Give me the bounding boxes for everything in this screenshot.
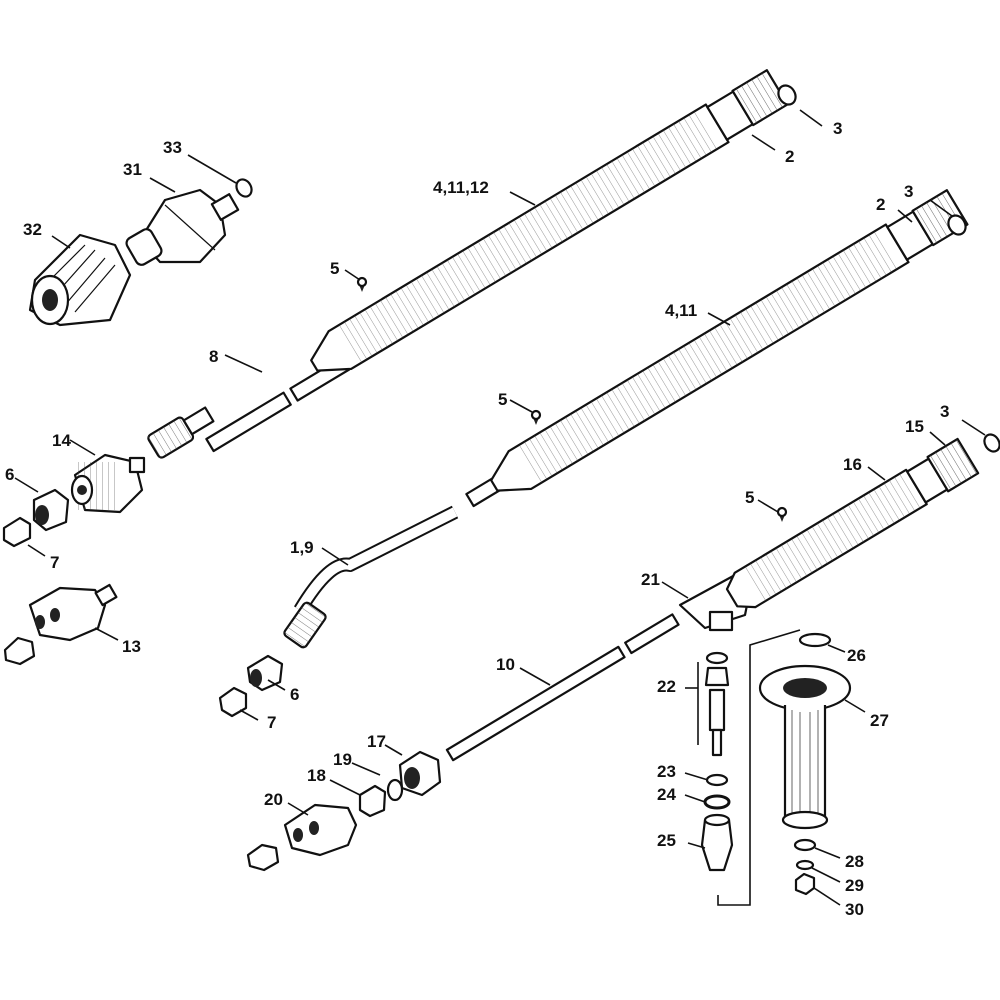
nipple-20-small bbox=[246, 843, 280, 872]
nozzle-cap-32 bbox=[28, 233, 132, 327]
lance-tube-lower bbox=[445, 437, 980, 762]
label-8: 8 bbox=[209, 347, 218, 366]
label-5-upper: 5 bbox=[330, 259, 339, 278]
washer-29 bbox=[795, 859, 815, 871]
adapter-14 bbox=[70, 453, 146, 514]
label-2-upper: 2 bbox=[785, 147, 794, 166]
grip-bracket-line bbox=[717, 629, 801, 906]
label-23: 23 bbox=[657, 762, 676, 781]
label-2-middle: 2 bbox=[876, 195, 885, 214]
label-30: 30 bbox=[845, 900, 864, 919]
o-ring-24 bbox=[703, 794, 731, 810]
label-24: 24 bbox=[657, 785, 676, 804]
sleeve-18 bbox=[358, 784, 387, 818]
screw-5-middle bbox=[530, 409, 542, 425]
nipple-13-small bbox=[3, 636, 36, 666]
label-10: 10 bbox=[496, 655, 515, 674]
screw-5-lower bbox=[776, 506, 788, 522]
part-labels: 33 31 32 4,11,12 3 2 3 2 5 4,11 8 14 6 7… bbox=[5, 119, 949, 919]
label-31: 31 bbox=[123, 160, 142, 179]
fitting-25 bbox=[700, 813, 734, 872]
label-21: 21 bbox=[641, 570, 660, 589]
o-ring-3-upper bbox=[777, 84, 797, 106]
washer-28 bbox=[793, 838, 817, 852]
nut-6-middle bbox=[246, 654, 284, 692]
label-26: 26 bbox=[847, 646, 866, 665]
lance-tube-upper bbox=[205, 69, 789, 453]
nipple-7-left bbox=[2, 516, 32, 548]
nozzle-fitting-middle bbox=[282, 601, 328, 649]
label-29: 29 bbox=[845, 876, 864, 895]
nipple-7-middle bbox=[218, 686, 248, 718]
label-14: 14 bbox=[52, 431, 71, 450]
label-27: 27 bbox=[870, 711, 889, 730]
label-4-11-12: 4,11,12 bbox=[433, 178, 489, 197]
valve-22 bbox=[697, 651, 730, 757]
label-20: 20 bbox=[264, 790, 283, 809]
coupler-13 bbox=[28, 583, 118, 642]
nozzle-fitting-upper bbox=[146, 406, 215, 460]
label-25: 25 bbox=[657, 831, 676, 850]
label-19: 19 bbox=[333, 750, 352, 769]
label-17: 17 bbox=[367, 732, 386, 751]
label-4-11: 4,11 bbox=[665, 301, 697, 320]
label-6-middle: 6 bbox=[290, 685, 299, 704]
label-15: 15 bbox=[905, 417, 924, 436]
label-1-9: 1,9 bbox=[290, 538, 314, 557]
label-18: 18 bbox=[307, 766, 326, 785]
label-3-middle: 3 bbox=[904, 182, 913, 201]
handle-grip-27 bbox=[758, 664, 852, 830]
label-3-upper: 3 bbox=[833, 119, 842, 138]
label-33: 33 bbox=[163, 138, 182, 157]
label-28: 28 bbox=[845, 852, 864, 871]
label-13: 13 bbox=[122, 637, 141, 656]
nut-30 bbox=[794, 872, 816, 896]
label-16: 16 bbox=[843, 455, 862, 474]
o-ring-33 bbox=[235, 178, 253, 198]
label-5-lower: 5 bbox=[745, 488, 754, 507]
lance-tube-middle bbox=[293, 189, 969, 614]
label-6-left: 6 bbox=[5, 465, 14, 484]
nozzle-body-31 bbox=[125, 188, 240, 266]
coupler-20 bbox=[283, 803, 358, 857]
plate-26 bbox=[798, 632, 832, 648]
nut-17 bbox=[398, 750, 442, 797]
o-ring-3-middle bbox=[947, 214, 967, 236]
label-7-left: 7 bbox=[50, 553, 59, 572]
o-ring-3-lower bbox=[983, 433, 1000, 453]
label-7-middle: 7 bbox=[267, 713, 276, 732]
label-32: 32 bbox=[23, 220, 42, 239]
label-3-lower: 3 bbox=[940, 402, 949, 421]
leader-lines bbox=[14, 109, 986, 906]
o-ring-19 bbox=[386, 778, 404, 802]
washer-23 bbox=[705, 773, 729, 787]
nut-6-left bbox=[32, 488, 70, 532]
label-5-middle: 5 bbox=[498, 390, 507, 409]
label-22: 22 bbox=[657, 677, 676, 696]
